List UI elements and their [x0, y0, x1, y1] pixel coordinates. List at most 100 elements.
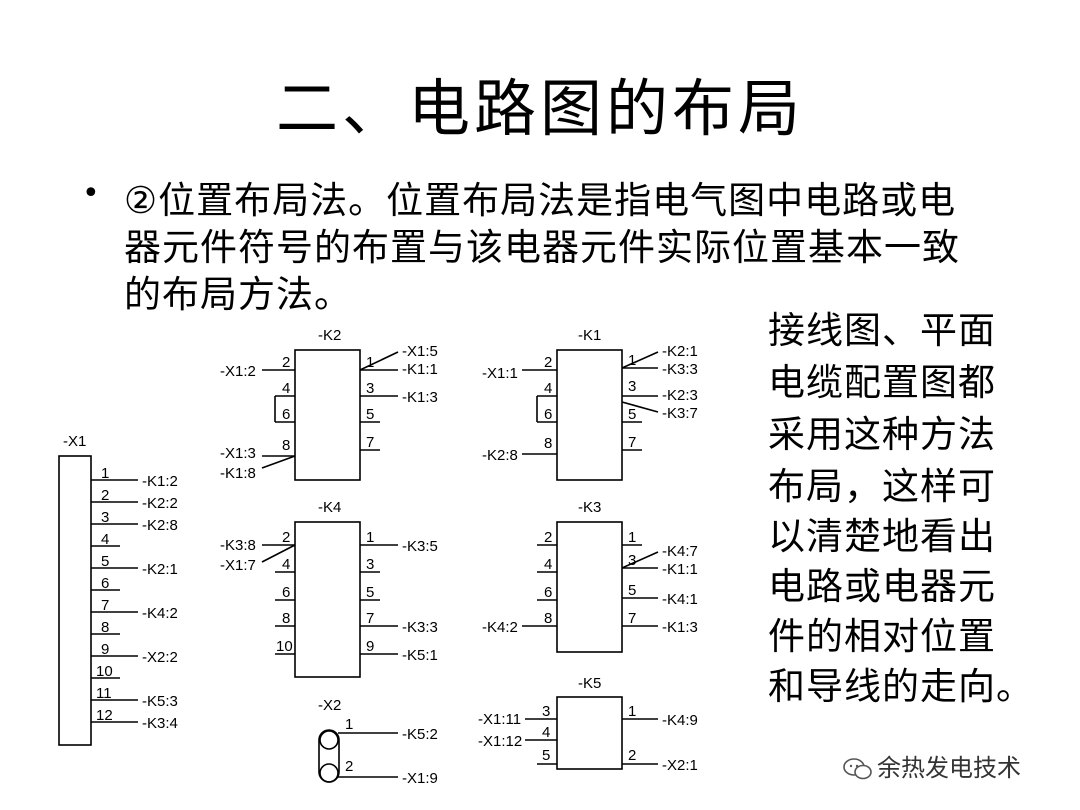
- side-text-line-8: 和导线的走向。: [768, 665, 1034, 708]
- x1-pin: 1: [101, 465, 109, 482]
- k5-pin: 3: [542, 703, 550, 720]
- bullet-line-2: 器元件符号的布置与该电器元件实际位置基本一致: [124, 226, 960, 269]
- k3-label: -K3: [578, 499, 601, 516]
- k2-pin: 7: [366, 434, 374, 451]
- k4-pin: 8: [282, 610, 290, 627]
- k4-pin: 10: [276, 638, 293, 655]
- k3-pin: 5: [628, 582, 636, 599]
- k4-pin: 4: [282, 556, 290, 573]
- k3-pin: 1: [628, 529, 636, 546]
- k3-ref: -K4:7: [662, 543, 698, 560]
- k4-ref: -K3:5: [402, 538, 438, 555]
- k1-ref: -K3:3: [662, 361, 698, 378]
- x1-pin: 5: [101, 553, 109, 570]
- x1-ref: -X2:2: [142, 649, 178, 666]
- side-text-line-6: 电路或电器元: [768, 565, 996, 608]
- k5-relay-box: [556, 696, 623, 770]
- x1-pin: 6: [101, 575, 109, 592]
- side-text-line-1: 接线图、平面: [768, 309, 996, 352]
- k3-pin: 2: [544, 529, 552, 546]
- x2-pin: 2: [345, 758, 353, 775]
- k1-pin: 3: [628, 378, 636, 395]
- k3-pin: 7: [628, 610, 636, 627]
- k5-ref: -X2:1: [662, 757, 698, 774]
- k2-pin: 2: [282, 354, 290, 371]
- k4-pin: 7: [366, 610, 374, 627]
- k2-label: -K2: [318, 327, 341, 344]
- wechat-icon: [843, 758, 872, 780]
- k3-ref: -K1:1: [662, 561, 698, 578]
- x1-pin: 2: [101, 487, 109, 504]
- bullet-line-1: ②位置布局法。位置布局法是指电气图中电路或电: [124, 179, 957, 222]
- x1-terminal-strip: [58, 455, 92, 746]
- k4-ref: -K5:1: [402, 647, 438, 664]
- k2-pin: 4: [282, 380, 290, 397]
- x1-ref: -K4:2: [142, 605, 178, 622]
- k5-ref: -X1:12: [478, 733, 522, 750]
- x1-ref: -K1:2: [142, 473, 178, 490]
- k4-ref: -K3:8: [220, 537, 256, 554]
- x2-pin: 1: [345, 716, 353, 733]
- k4-pin: 2: [282, 529, 290, 546]
- x1-pin: 12: [96, 707, 113, 724]
- x1-ref: -K3:4: [142, 715, 178, 732]
- side-text-line-4: 布局，这样可: [768, 465, 996, 508]
- k1-ref: -K3:7: [662, 405, 698, 422]
- x2-connector: [318, 729, 340, 783]
- k1-pin: 2: [544, 354, 552, 371]
- k5-pin: 1: [628, 703, 636, 720]
- x2-ref: -X1:9: [402, 770, 438, 787]
- k1-pin: 8: [544, 435, 552, 452]
- k3-ref: -K4:2: [482, 619, 518, 636]
- k2-ref: -X1:3: [220, 445, 256, 462]
- k2-pin: 5: [366, 406, 374, 423]
- k1-label: -K1: [578, 327, 601, 344]
- k5-ref: -K4:9: [662, 712, 698, 729]
- slide-title: 二、电路图的布局: [275, 72, 804, 145]
- side-text-line-3: 采用这种方法: [768, 413, 996, 456]
- k3-ref: -K4:1: [662, 591, 698, 608]
- k2-relay-box: [294, 349, 361, 481]
- k2-ref: -X1:2: [220, 363, 256, 380]
- k1-ref: -K2:1: [662, 343, 698, 360]
- k4-pin: 6: [282, 584, 290, 601]
- k2-ref: -K1:1: [402, 361, 438, 378]
- k2-ref: -X1:5: [402, 343, 438, 360]
- k4-label: -K4: [318, 499, 341, 516]
- k4-pin: 9: [366, 638, 374, 655]
- k1-pin: 5: [628, 406, 636, 423]
- k4-pin: 1: [366, 529, 374, 546]
- x1-ref: -K5:3: [142, 693, 178, 710]
- k4-relay-box: [294, 521, 361, 678]
- k2-pin: 1: [366, 354, 374, 371]
- k4-pin: 3: [366, 556, 374, 573]
- k3-pin: 4: [544, 556, 552, 573]
- x1-pin: 8: [101, 619, 109, 636]
- k3-pin: 3: [628, 552, 636, 569]
- k2-pin: 3: [366, 380, 374, 397]
- watermark: 余热发电技术: [843, 748, 1021, 783]
- bullet-marker: •: [82, 176, 100, 211]
- side-text-line-2: 电缆配置图都: [768, 361, 996, 404]
- k2-pin: 6: [282, 406, 290, 423]
- x1-pin: 3: [101, 509, 109, 526]
- x1-pin: 10: [96, 663, 113, 680]
- k4-pin: 5: [366, 584, 374, 601]
- x1-ref: -K2:2: [142, 495, 178, 512]
- x1-pin: 7: [101, 597, 109, 614]
- side-text-line-7: 件的相对位置: [768, 615, 996, 658]
- x1-pin: 11: [96, 685, 112, 702]
- x1-pin: 4: [101, 531, 109, 548]
- k4-ref: -X1:7: [220, 557, 256, 574]
- x1-pin: 9: [101, 641, 109, 658]
- k1-ref: -K2:3: [662, 387, 698, 404]
- k1-ref: -X1:1: [482, 365, 518, 382]
- watermark-text: 余热发电技术: [877, 754, 1021, 782]
- k1-relay-box: [556, 349, 623, 481]
- k5-pin: 2: [628, 747, 636, 764]
- k1-pin: 6: [544, 406, 552, 423]
- x2-ref: -K5:2: [402, 726, 438, 743]
- k2-pin: 8: [282, 437, 290, 454]
- k4-ref: -K3:3: [402, 619, 438, 636]
